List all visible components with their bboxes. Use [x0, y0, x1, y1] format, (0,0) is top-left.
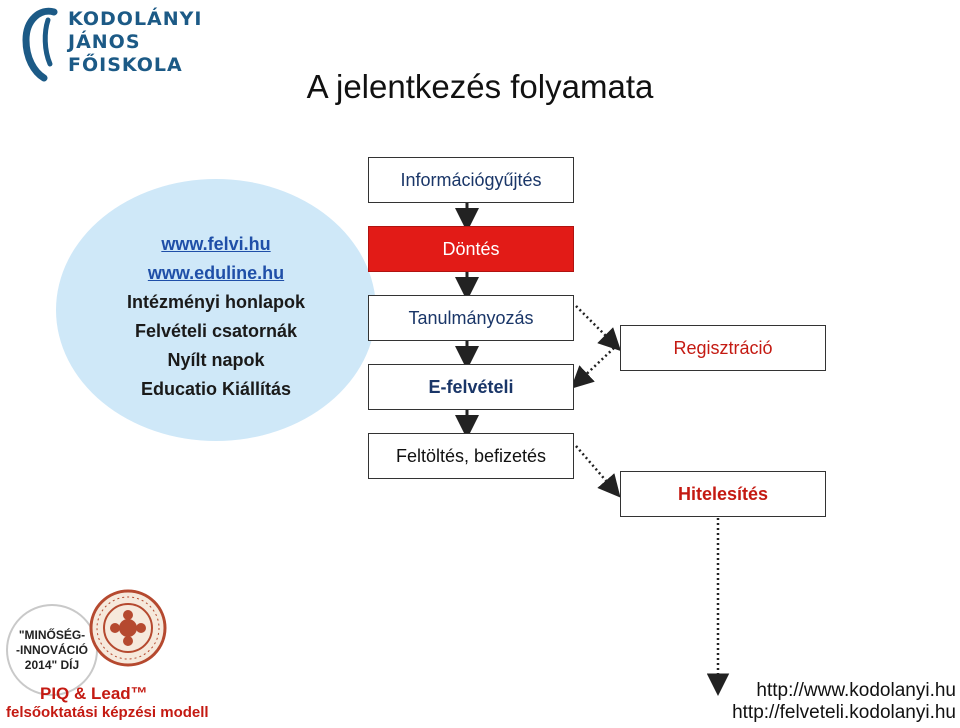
link-felvi[interactable]: www.felvi.hu [161, 234, 271, 254]
step-upload-payment: Feltöltés, befizetés [368, 433, 574, 479]
url-felveteli[interactable]: http://felveteli.kodolanyi.hu [732, 702, 956, 723]
step-info-gathering: Információgyűjtés [368, 157, 574, 203]
institution-logo: KODOLÁNYI JÁNOS FŐISKOLA [14, 6, 204, 82]
quality-innovation-award-badge: "MINŐSÉG- -INNOVÁCIÓ 2014" DÍJ [6, 604, 98, 696]
logo-mark-icon [22, 7, 58, 82]
page-title: A jelentkezés folyamata [306, 68, 654, 105]
info-source-item: Educatio Kiállítás [140, 379, 292, 399]
url-kodolanyi[interactable]: http://www.kodolanyi.hu [756, 680, 956, 701]
dotted-arrows [570, 305, 730, 696]
step-e-admission: E-felvételi [368, 364, 574, 410]
info-source-item: Felvételi csatornák [134, 321, 298, 341]
step-studies: Tanulmányozás [368, 295, 574, 341]
arrow-registration-to-eadmission [570, 347, 615, 389]
logo-text: KODOLÁNYI JÁNOS FŐISKOLA [68, 8, 203, 77]
logo-line-2: JÁNOS [68, 31, 141, 53]
info-sources-list: www.felvi.hu www.eduline.hu Intézményi h… [56, 230, 376, 404]
info-source-item: Nyílt napok [167, 350, 265, 370]
info-source-item: Intézményi honlapok [126, 292, 306, 312]
link-eduline[interactable]: www.eduline.hu [147, 263, 285, 283]
piq-lead-title: PIQ & Lead™ [40, 684, 148, 703]
step-decision: Döntés [368, 226, 574, 272]
piq-lead-subtitle: felsőoktatási képzési modell [6, 704, 209, 721]
award-line-3: 2014" DÍJ [24, 657, 80, 672]
logo-line-3: FŐISKOLA [68, 54, 183, 76]
arrow-upload-to-authentication [575, 445, 621, 498]
logo-line-1: KODOLÁNYI [68, 8, 203, 30]
info-sources-circle [56, 179, 376, 441]
award-line-2: -INNOVÁCIÓ [16, 642, 88, 657]
arrow-studies-to-registration [575, 305, 622, 352]
step-authentication: Hitelesítés [620, 471, 826, 517]
footer-urls: http://www.kodolanyi.hu http://felveteli… [700, 680, 956, 724]
hungarian-product-grand-prize-seal-icon [89, 589, 167, 667]
step-registration: Regisztráció [620, 325, 826, 371]
award-line-1: "MINŐSÉG- [18, 627, 86, 642]
